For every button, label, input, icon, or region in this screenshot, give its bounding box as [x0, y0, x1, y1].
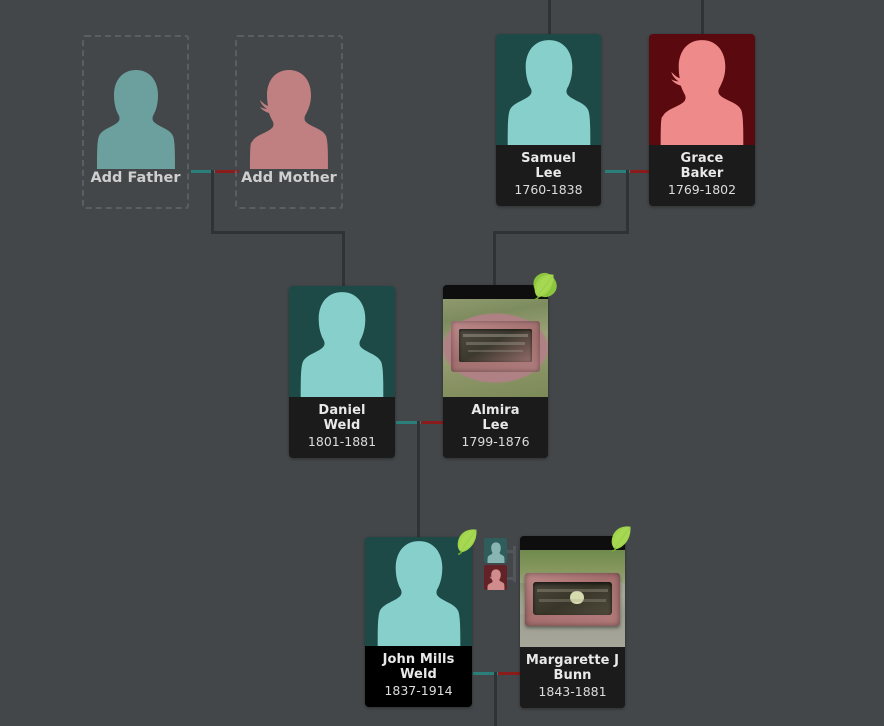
add-mother-avatar — [235, 57, 343, 169]
person-lifespan: 1760-1838 — [514, 182, 583, 197]
person-given-name: Grace — [680, 151, 724, 166]
person-namebar-grace-baker: Grace Baker 1769-1802 — [649, 145, 755, 206]
add-father-label: Add Father — [90, 170, 181, 186]
marriage-line-almira — [421, 421, 446, 424]
person-surname: Lee — [535, 166, 562, 181]
gravestone-photo — [520, 550, 625, 647]
leaf-hint-icon[interactable] — [530, 270, 560, 300]
person-given-name: Almira — [471, 403, 520, 418]
person-given-name: Margarette J — [525, 653, 620, 668]
person-lifespan: 1769-1802 — [667, 182, 737, 197]
person-card-margarette-j-bunn[interactable]: Margarette J Bunn 1843-1881 — [520, 526, 631, 708]
gravestone-photo — [443, 299, 548, 397]
person-surname: Weld — [323, 418, 361, 433]
person-silhouette-icon — [377, 541, 460, 646]
connector-line-chip-spine — [513, 546, 516, 582]
person-card-samuel-lee[interactable]: Samuel Lee 1760-1838 — [496, 34, 601, 206]
person-lifespan: 1801-1881 — [307, 434, 377, 449]
child-chip-female[interactable] — [484, 565, 507, 590]
add-mother-dashed-border — [235, 35, 343, 209]
connector-line-addparents-across — [211, 231, 345, 234]
person-given-name: John Mills — [382, 652, 455, 667]
connector-line-leeparents-across — [493, 231, 629, 234]
person-namebar-samuel-lee: Samuel Lee 1760-1838 — [496, 145, 601, 206]
person-silhouette-icon — [250, 70, 328, 169]
connector-line-daniel-up — [342, 231, 345, 289]
child-chip-male[interactable] — [484, 538, 507, 563]
add-mother-label: Add Mother — [241, 170, 337, 186]
person-lifespan: 1799-1876 — [461, 434, 530, 449]
add-father-card[interactable]: Add Father — [80, 33, 191, 211]
connector-line-leeparents-down — [626, 170, 629, 234]
person-photo-almira-lee — [443, 285, 548, 397]
person-surname: Baker — [680, 166, 724, 181]
marriage-line-father — [191, 170, 215, 173]
person-silhouette-icon — [487, 569, 504, 590]
marriage-line-margarette — [498, 672, 523, 675]
connector-line-addparents-down — [211, 170, 214, 234]
add-father-avatar — [82, 57, 189, 169]
person-card-john-mills-weld[interactable]: John Mills Weld 1837-1914 — [365, 529, 477, 707]
person-namebar-daniel-weld: Daniel Weld 1801-1881 — [289, 397, 395, 458]
person-surname: Lee — [482, 418, 509, 433]
leaf-hint-icon[interactable] — [453, 525, 483, 555]
marriage-line-mother — [215, 170, 239, 173]
marriage-line-samuel — [605, 170, 630, 173]
person-card-grace-baker[interactable]: Grace Baker 1769-1802 — [649, 34, 755, 206]
person-photo-john-mills-weld — [365, 537, 472, 646]
person-photo-margarette-j-bunn — [520, 536, 625, 647]
person-lifespan: 1837-1914 — [384, 683, 453, 698]
marriage-line-john — [473, 672, 498, 675]
person-silhouette-icon — [507, 40, 590, 145]
person-silhouette-icon — [487, 542, 504, 563]
person-silhouette-icon — [660, 40, 744, 145]
person-card-almira-lee[interactable]: Almira Lee 1799-1876 — [443, 272, 557, 458]
connector-line-john-down — [494, 672, 497, 726]
connector-line-grace-up — [701, 0, 704, 34]
person-given-name: Daniel — [318, 403, 366, 418]
add-mother-card[interactable]: Add Mother — [233, 33, 345, 211]
connector-line-weldparents-down — [417, 421, 420, 538]
connector-line-chip-male — [506, 550, 516, 553]
person-photo-samuel-lee — [496, 34, 601, 145]
connector-line-samuel-up — [548, 0, 551, 34]
person-silhouette-icon — [96, 70, 175, 169]
add-father-dashed-border — [82, 35, 189, 209]
marriage-line-grace — [630, 170, 655, 173]
person-namebar-margarette-j-bunn: Margarette J Bunn 1843-1881 — [520, 647, 625, 708]
connector-line-chip-female — [506, 577, 516, 580]
person-given-name: Samuel — [521, 151, 576, 166]
person-namebar-almira-lee: Almira Lee 1799-1876 — [443, 397, 548, 458]
person-namebar-john-mills-weld: John Mills Weld 1837-1914 — [365, 646, 472, 707]
person-silhouette-icon — [300, 292, 384, 397]
person-photo-grace-baker — [649, 34, 755, 145]
marriage-line-daniel — [396, 421, 421, 424]
person-card-daniel-weld[interactable]: Daniel Weld 1801-1881 — [289, 286, 395, 458]
person-lifespan: 1843-1881 — [538, 684, 607, 699]
person-surname: Weld — [400, 667, 437, 682]
leaf-hint-icon[interactable] — [607, 522, 637, 552]
connector-line-almira-up — [493, 231, 496, 285]
person-photo-daniel-weld — [289, 286, 395, 397]
person-surname: Bunn — [553, 668, 592, 683]
